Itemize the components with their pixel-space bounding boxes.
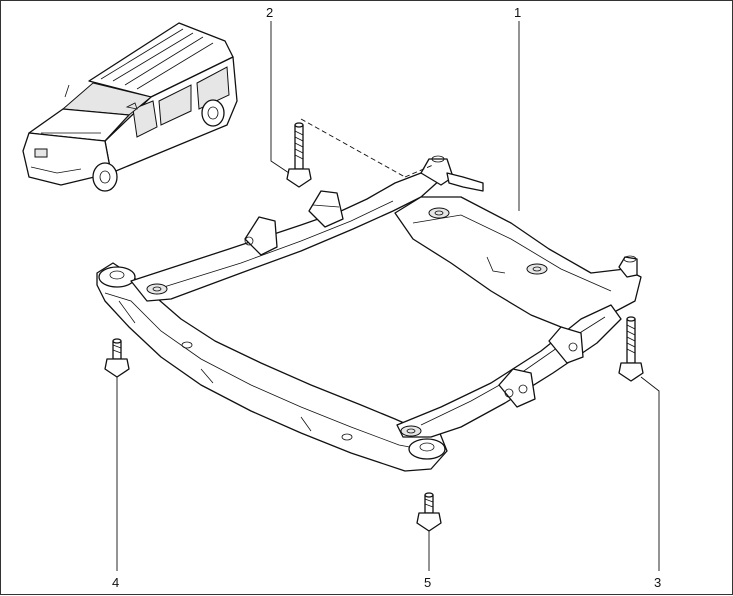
bolt-3: [618, 316, 644, 382]
callout-1: 1: [514, 5, 521, 20]
bolt-4: [104, 338, 130, 378]
alignment-line: [404, 164, 434, 178]
vehicle-thumbnail: [22, 22, 238, 192]
callout-2: 2: [266, 5, 273, 20]
callout-5: 5: [424, 575, 431, 590]
leader-line-3: [640, 376, 660, 571]
alignment-line: [300, 118, 406, 178]
callout-4: 4: [112, 575, 119, 590]
callout-3: 3: [654, 575, 661, 590]
leader-line-2: [270, 21, 290, 174]
front-subframe: [96, 155, 642, 472]
bolt-2: [286, 122, 312, 188]
bolt-5: [416, 492, 442, 532]
